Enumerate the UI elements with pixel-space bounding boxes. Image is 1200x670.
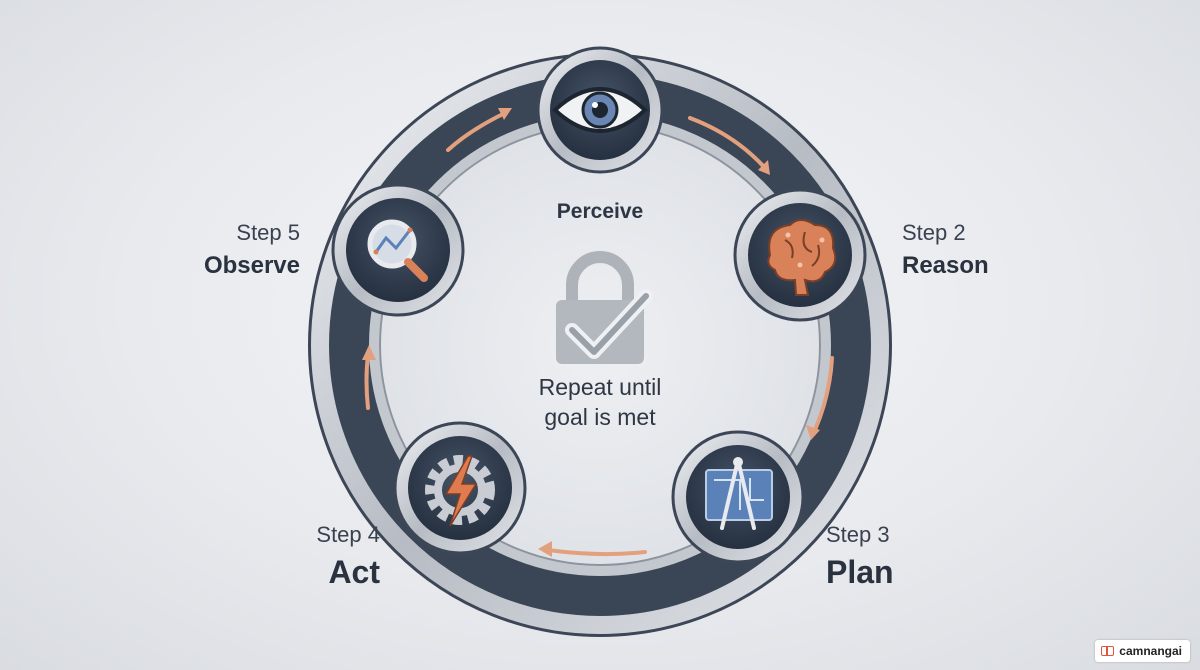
step-2-number: Step 2 bbox=[902, 220, 966, 245]
blueprint-compass-icon bbox=[705, 457, 773, 530]
node-observe bbox=[331, 183, 465, 317]
watermark-text: camnangai bbox=[1119, 644, 1182, 658]
arrow-perceive-to-step2 bbox=[688, 116, 767, 170]
arrow-step5-to-perceive bbox=[446, 111, 507, 152]
step-5-label: Step 5 Observe bbox=[196, 220, 300, 280]
eye-icon bbox=[552, 87, 648, 133]
brain-icon bbox=[767, 219, 837, 296]
book-icon bbox=[1101, 646, 1115, 656]
step-3-name: Plan bbox=[826, 554, 894, 590]
step-3-label: Step 3 Plan bbox=[826, 522, 916, 591]
node-reason bbox=[733, 188, 867, 322]
step-5-name: Observe bbox=[203, 252, 300, 279]
center-caption: Repeat until goal is met bbox=[480, 372, 720, 432]
arrow-head bbox=[362, 345, 376, 360]
arrow-head bbox=[538, 541, 552, 557]
step-4-number: Step 4 bbox=[316, 522, 380, 547]
step-4-name: Act bbox=[328, 554, 380, 590]
step-4-label: Step 4 Act bbox=[296, 522, 380, 591]
arrow-head bbox=[806, 425, 820, 440]
flow-arrows bbox=[362, 108, 834, 557]
step-2-name: Reason bbox=[902, 252, 989, 279]
step-2-label: Step 2 Reason bbox=[902, 220, 1022, 280]
arrow-step3-to-step4 bbox=[546, 548, 647, 557]
arrow-step2-to-step3 bbox=[813, 356, 834, 432]
step-3-number: Step 3 bbox=[826, 522, 890, 547]
node-perceive bbox=[536, 46, 664, 174]
node-plan bbox=[671, 430, 805, 564]
arrow-head bbox=[758, 160, 770, 175]
step-1-name: Perceive bbox=[556, 200, 644, 223]
watermark: camnangai bbox=[1095, 640, 1190, 662]
node-act bbox=[393, 421, 527, 555]
arrow-step4-to-step5 bbox=[364, 353, 370, 410]
arrow-head bbox=[498, 108, 512, 120]
lock-check-icon bbox=[556, 251, 653, 364]
magnifier-chart-icon bbox=[367, 219, 428, 282]
gear-lightning-icon bbox=[425, 455, 495, 527]
center-caption-line-2: goal is met bbox=[544, 404, 656, 430]
step-5-number: Step 5 bbox=[236, 220, 300, 245]
center-caption-line-1: Repeat until bbox=[538, 374, 662, 400]
